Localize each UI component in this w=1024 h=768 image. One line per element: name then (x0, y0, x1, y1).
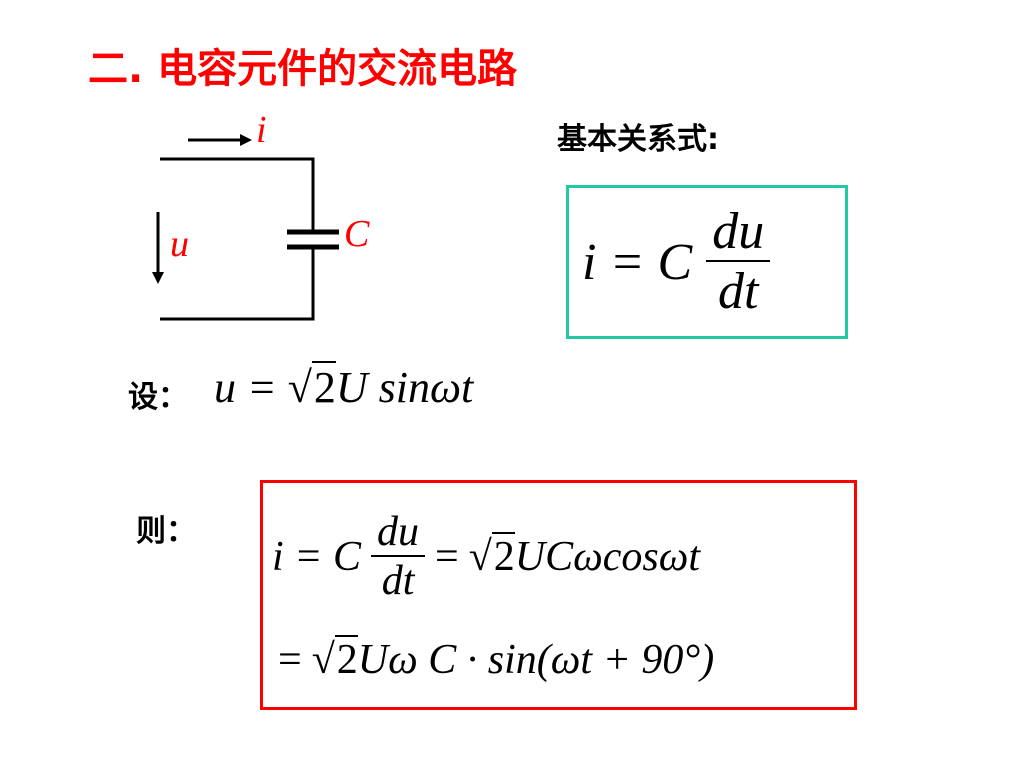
assume-rest: U sinωt (335, 363, 474, 412)
result-line1-lhs: i = C (272, 534, 362, 580)
result-line-1: i = C du dt = √2 UCωcosωt (272, 498, 700, 616)
assume-formula: u = √2U sinωt (214, 361, 474, 413)
result-line1-numerator: du (371, 509, 426, 557)
basic-relation-numerator: du (706, 203, 771, 262)
current-arrow-head (240, 134, 252, 146)
basic-relation-fraction: du dt (706, 203, 771, 322)
assume-lhs: u = (214, 363, 288, 412)
current-label: i (256, 109, 267, 151)
basic-relation-heading: 基本关系式: (557, 122, 719, 157)
assume-label: 设： (128, 380, 188, 415)
result-line2-rest: Uω C · sin(ωt + 90°) (357, 637, 715, 683)
voltage-label: u (170, 223, 189, 265)
basic-relation-denominator: dt (718, 262, 759, 320)
then-label: 则： (136, 514, 196, 549)
result-line2-radicand: 2 (334, 635, 358, 683)
result-line1-rest: UCωcosωt (514, 534, 701, 580)
result-line2-equals: = (278, 637, 302, 683)
result-line1-equals: = (435, 534, 459, 580)
sqrt-symbol: √2 (468, 532, 515, 580)
result-box (260, 480, 857, 710)
top-wire (160, 157, 315, 230)
basic-relation-box (566, 185, 848, 339)
result-line-2: =√2Uω C · sin(ωt + 90°) (278, 635, 715, 684)
assume-radicand: 2 (311, 361, 336, 412)
result-line1-radicand: 2 (491, 532, 515, 580)
result-line1-denominator: dt (381, 557, 415, 604)
bottom-wire (160, 249, 315, 321)
capacitor-label: C (344, 213, 370, 255)
capacitor-circuit-diagram (152, 134, 339, 321)
sqrt-symbol: √2 (287, 361, 336, 412)
basic-relation-lhs: i = C (582, 233, 693, 291)
voltage-arrow-head (152, 272, 164, 284)
sqrt-symbol: √2 (311, 635, 358, 683)
slide-title: 二. 电容元件的交流电路 (88, 46, 518, 92)
basic-relation-formula: i = C du dt (582, 200, 771, 324)
result-line1-fraction: du dt (371, 509, 426, 605)
